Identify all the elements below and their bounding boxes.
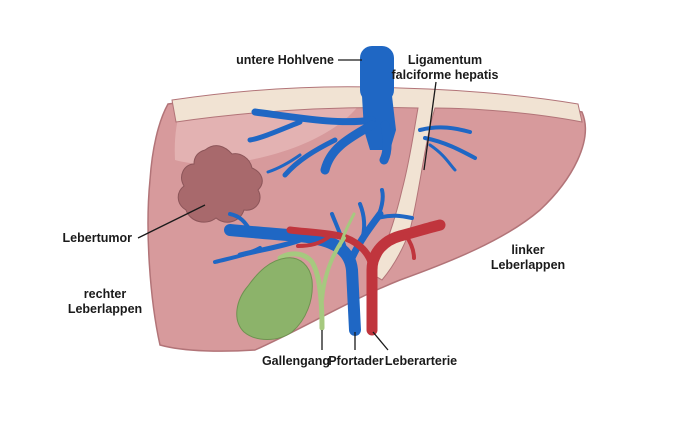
label-hepatic-artery: Leberarterie <box>385 354 457 368</box>
leader-tumor <box>137 204 206 239</box>
label-portal-vein: Pfortader <box>328 354 384 368</box>
vena-cava <box>360 46 394 102</box>
ligament-band <box>171 86 583 281</box>
label-ligament-line1: Ligamentum <box>408 53 482 67</box>
hepatic-veins <box>247 108 477 178</box>
label-left-lobe-line1: linker <box>511 243 544 257</box>
leader-hepatic-artery <box>372 331 389 351</box>
label-right-lobe-line1: rechter <box>84 287 127 301</box>
leader-ligament <box>423 81 437 171</box>
portal-vein <box>213 188 414 336</box>
label-bile-duct: Gallengang <box>262 354 330 368</box>
label-left-lobe-line2: Leberlappen <box>491 258 565 272</box>
label-vena-cava: untere Hohlvene <box>236 53 334 67</box>
gallbladder <box>236 257 313 340</box>
label-tumor: Lebertumor <box>63 231 133 245</box>
tumor-shape <box>177 145 263 223</box>
label-ligament-line2: falciforme hepatis <box>392 68 499 82</box>
hepatic-artery <box>286 219 446 336</box>
label-right-lobe-line2: Leberlappen <box>68 302 142 316</box>
bile-duct <box>277 212 356 331</box>
